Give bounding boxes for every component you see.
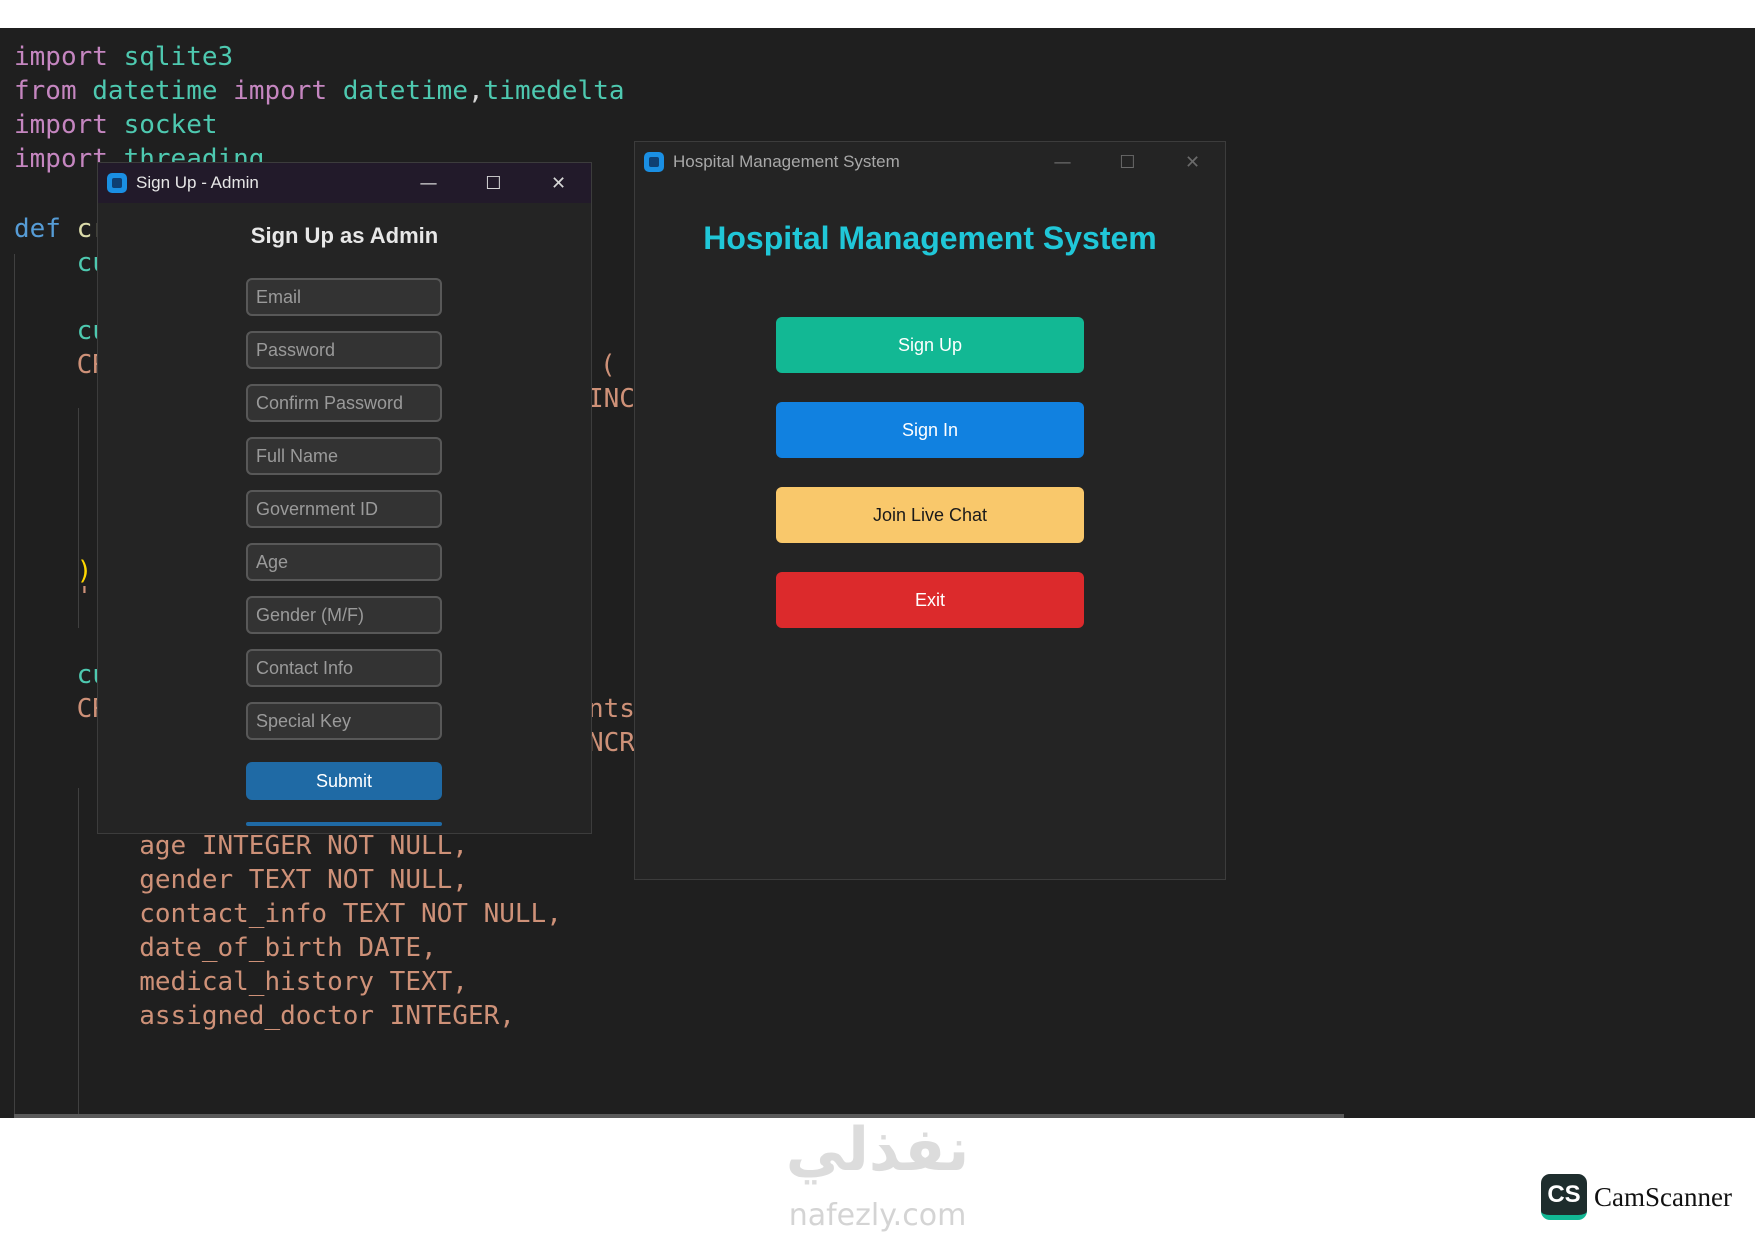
code-token: socket [107, 110, 218, 140]
code-token: import [14, 42, 108, 72]
code-token: medical_history TEXT, [14, 967, 468, 997]
hospital-management-window: Hospital Management System — ☐ ✕ Hospita… [634, 141, 1226, 880]
maximize-icon[interactable]: ☐ [485, 172, 502, 194]
code-token: assigned_doctor INTEGER, [14, 1001, 515, 1031]
close-icon[interactable]: ✕ [550, 172, 567, 194]
indent-guide [14, 254, 15, 1118]
code-token: CR [14, 694, 108, 724]
watermark-logo: نفذلي [785, 1115, 970, 1185]
email-field[interactable] [246, 278, 442, 316]
submit-button[interactable]: Submit [246, 762, 442, 800]
editor-scrollbar[interactable] [14, 1114, 1344, 1118]
sign-up-button[interactable]: Sign Up [776, 317, 1084, 373]
camscanner-label: CamScanner [1594, 1181, 1732, 1212]
code-token: gender TEXT NOT NULL, [14, 865, 468, 895]
code-token: def [14, 214, 61, 244]
code-token: sqlite3 [107, 42, 234, 72]
hms-heading: Hospital Management System [703, 220, 1157, 256]
app-icon [107, 173, 127, 193]
code-token: date_of_birth DATE, [14, 933, 437, 963]
code-token: cu [14, 248, 108, 278]
code-line: def cr [14, 210, 108, 248]
code-line: import socket [14, 106, 218, 144]
code-token: nts [588, 694, 635, 724]
exit-button[interactable]: Exit [776, 572, 1084, 628]
close-icon[interactable]: ✕ [1184, 151, 1201, 173]
minimize-icon[interactable]: — [419, 172, 438, 194]
code-line: cu [14, 312, 108, 350]
code-token: , [467, 76, 484, 106]
code-token: ) [14, 556, 93, 586]
government-id-field[interactable] [246, 490, 442, 528]
code-token: from [14, 76, 77, 106]
minimize-icon[interactable]: — [1053, 151, 1072, 173]
indent-guide [78, 408, 79, 628]
hms-titlebar[interactable]: Hospital Management System — ☐ ✕ [635, 142, 1225, 182]
code-token: datetime [327, 76, 468, 106]
code-token: ( [600, 350, 616, 380]
code-token: CR [14, 350, 108, 380]
code-line: age INTEGER NOT NULL, [14, 827, 468, 865]
code-line: from datetime import datetime,timedelta [14, 72, 625, 110]
full-name-field[interactable] [246, 437, 442, 475]
window-controls: — ☐ ✕ [1030, 142, 1225, 182]
code-token: import [14, 110, 108, 140]
code-token: import [233, 76, 328, 106]
code-line: ( [600, 346, 616, 384]
code-line: cu [14, 244, 108, 282]
gender-field[interactable] [246, 596, 442, 634]
code-line: medical_history TEXT, [14, 963, 468, 1001]
join-live-chat-button[interactable]: Join Live Chat [776, 487, 1084, 543]
contact-info-field[interactable] [246, 649, 442, 687]
camscanner-logo-icon: CS [1541, 1174, 1587, 1220]
code-token: contact_info TEXT NOT NULL, [14, 899, 562, 929]
code-token: import [14, 144, 108, 174]
signup-heading: Sign Up as Admin [250, 223, 439, 248]
signup-admin-window: Sign Up - Admin — ☐ ✕ Sign Up as Admin S… [97, 162, 592, 834]
code-line: CR [14, 346, 108, 384]
age-field[interactable] [246, 543, 442, 581]
camscanner-badge: CS CamScanner [1541, 1174, 1732, 1220]
maximize-icon[interactable]: ☐ [1119, 151, 1136, 173]
code-token: age INTEGER NOT NULL, [14, 831, 468, 861]
watermark-url: nafezly.com [788, 1198, 967, 1233]
signup-titlebar[interactable]: Sign Up - Admin — ☐ ✕ [98, 163, 591, 203]
code-line: CR [14, 690, 108, 728]
code-token: timedelta [483, 76, 625, 106]
app-icon [644, 152, 664, 172]
code-line: date_of_birth DATE, [14, 929, 437, 967]
special-key-field[interactable] [246, 702, 442, 740]
code-line: cu [14, 656, 108, 694]
code-line: ' [14, 578, 93, 616]
hms-window-title: Hospital Management System [673, 152, 900, 171]
password-field[interactable] [246, 331, 442, 369]
code-line: import sqlite3 [14, 38, 233, 76]
code-line: assigned_doctor INTEGER, [14, 997, 515, 1035]
code-line: nts [588, 690, 635, 728]
confirm-password-field[interactable] [246, 384, 442, 422]
code-line: contact_info TEXT NOT NULL, [14, 895, 562, 933]
signup-scrollbar[interactable] [246, 822, 442, 826]
code-token: cu [14, 660, 108, 690]
code-token: cu [14, 316, 108, 346]
sign-in-button[interactable]: Sign In [776, 402, 1084, 458]
code-token: ' [14, 582, 93, 612]
indent-guide [78, 788, 79, 1118]
code-line: gender TEXT NOT NULL, [14, 861, 468, 899]
code-line: ) [14, 552, 93, 590]
code-token: datetime [76, 76, 234, 106]
window-controls: — ☐ ✕ [396, 163, 591, 203]
signup-window-title: Sign Up - Admin [136, 173, 259, 192]
